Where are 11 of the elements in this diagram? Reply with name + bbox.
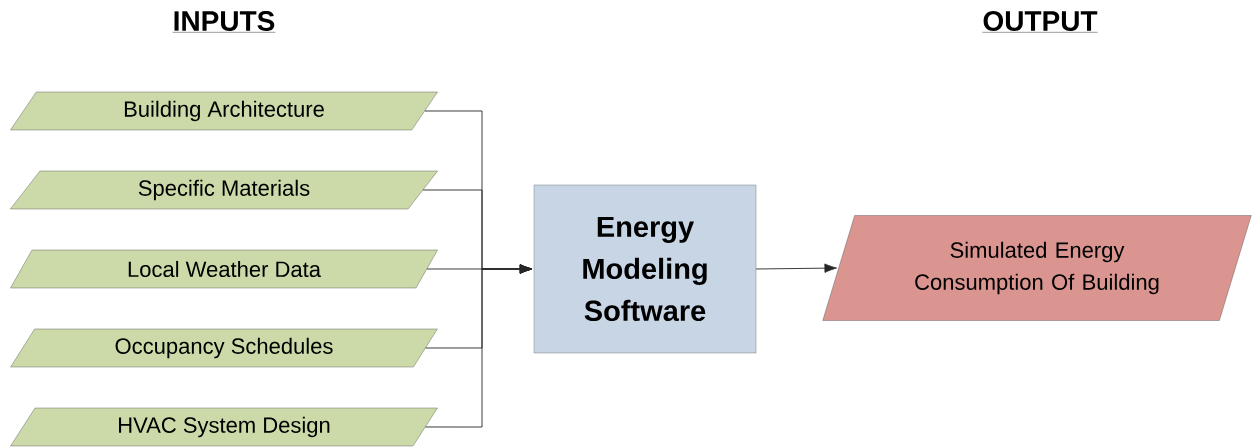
input-parallelogram: Building Architecture [10, 91, 438, 131]
input-parallelogram: Occupancy Schedules [10, 328, 438, 368]
input-parallelogram: Specific Materials [10, 170, 438, 210]
heading: OUTPUT [982, 11, 1098, 33]
input-parallelogram: Local Weather Data [10, 249, 438, 289]
arrow [425, 264, 533, 428]
output-parallelogram: Simulated Energy Consumption Of Building [822, 215, 1252, 321]
arrow [755, 263, 837, 273]
process-box: Energy Modeling Software [533, 184, 757, 354]
input-parallelogram: HVAC System Design [10, 407, 438, 447]
heading: INPUTS [172, 11, 276, 33]
